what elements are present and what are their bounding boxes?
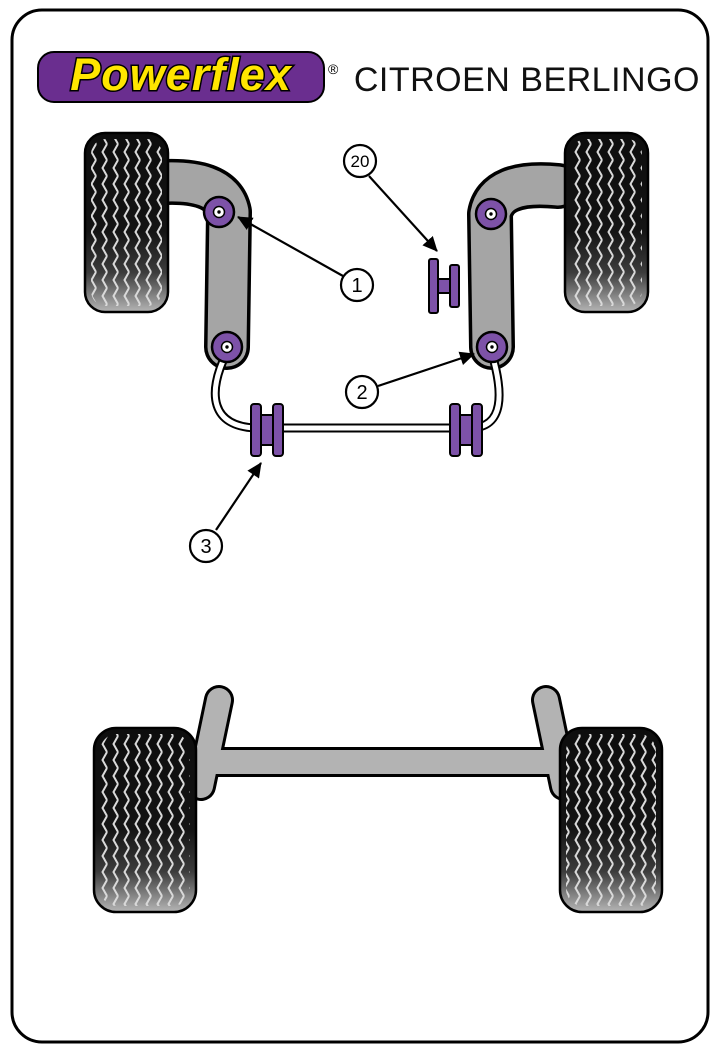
brand-logo: Powerflex ® [37, 48, 339, 103]
callout-2: 2 [344, 374, 380, 410]
rear-right-tire-tread [566, 734, 656, 906]
callout-20-label: 20 [351, 152, 370, 171]
callout-20-circle [342, 143, 378, 179]
callout-2-label: 2 [356, 382, 367, 404]
callout-1-circle [339, 267, 375, 303]
front-right-tire [563, 131, 650, 314]
brand-logo-text: Powerflex [70, 49, 293, 100]
callout-20-arrow [368, 175, 438, 252]
front-right-lower-bushing [475, 330, 509, 364]
front-left-tire-tread [91, 139, 162, 306]
front-left-upper-bushing [202, 195, 236, 229]
page-title: CITROEN BERLINGO [354, 61, 700, 99]
callout-1-arrow [237, 216, 344, 277]
callout-3-label: 3 [200, 536, 211, 558]
callout-3: 3 [188, 528, 224, 564]
brand-logo-box [37, 51, 325, 103]
callout-3-circle [188, 528, 224, 564]
callout-1-label: 1 [351, 275, 362, 297]
callout-1: 1 [339, 267, 375, 303]
front-left-tire [83, 131, 170, 314]
callout-3-arrow [215, 462, 262, 531]
front-right-tire-tread [571, 139, 642, 306]
front-left-lower-bushing [210, 330, 244, 364]
callout-2-arrow [377, 351, 475, 388]
front-right-upper-bushing [474, 197, 508, 231]
rear-left-tire [92, 726, 198, 914]
callout-20: 20 [342, 143, 378, 179]
rear-left-tire-tread [100, 734, 190, 906]
rear-right-tire [558, 726, 664, 914]
registered-trademark-symbol: ® [328, 61, 339, 77]
callout-2-circle [344, 374, 380, 410]
